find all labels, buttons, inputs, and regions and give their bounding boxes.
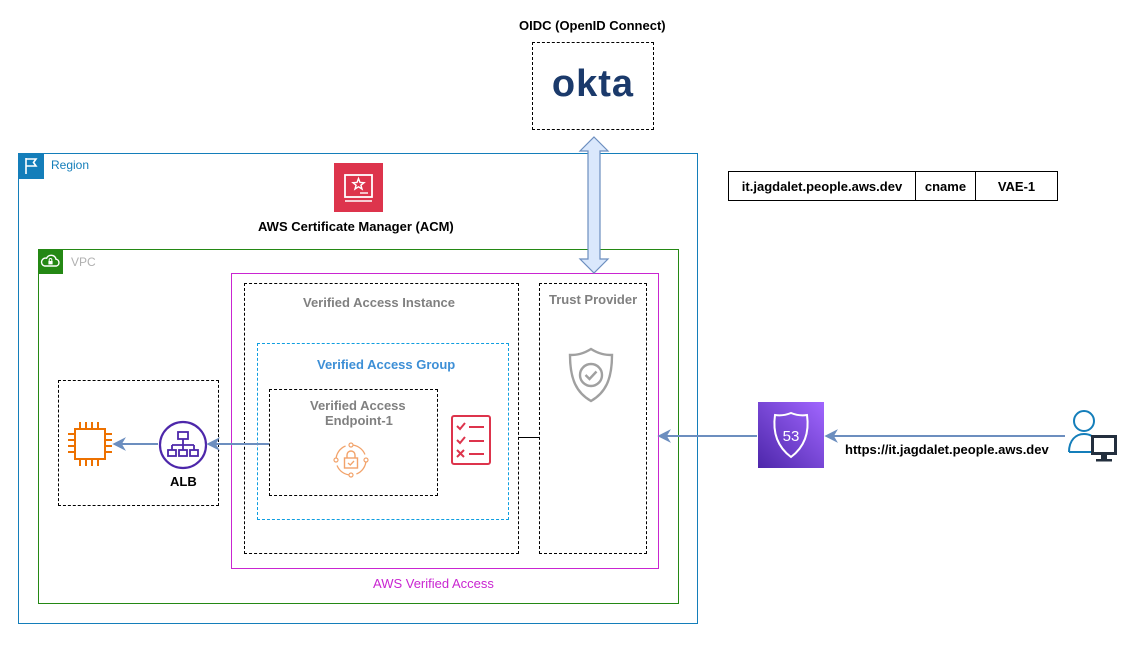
okta-box: okta	[532, 42, 654, 130]
dns-record-table: it.jagdalet.people.aws.dev cname VAE-1	[728, 171, 1058, 201]
acm-label: AWS Certificate Manager (ACM)	[258, 219, 454, 234]
endpoint-label-line1: Verified Access	[310, 398, 406, 413]
route53-shield-icon: 53	[758, 402, 824, 468]
region-flag-icon	[18, 153, 44, 179]
vpc-cloud-lock-icon	[38, 249, 63, 274]
trust-provider-label: Trust Provider	[549, 292, 638, 307]
alb-network-icon	[158, 420, 208, 470]
region-container	[18, 153, 698, 624]
region-label: Region	[51, 158, 90, 172]
ec2-chip-icon	[66, 420, 114, 468]
shield-check-icon	[567, 347, 615, 403]
alb-label: ALB	[170, 474, 197, 489]
dns-record-type: cname	[916, 172, 976, 200]
oidc-title: OIDC (OpenID Connect)	[519, 18, 666, 33]
verified-access-label: AWS Verified Access	[373, 576, 494, 591]
trust-provider-box	[539, 283, 647, 554]
checklist-icon	[451, 415, 491, 465]
okta-logo: okta	[551, 63, 635, 105]
instance-trust-connector	[519, 437, 539, 438]
route53-badge-text: 53	[783, 428, 800, 445]
endpoint-lock-icon	[332, 441, 370, 479]
verified-access-instance-label: Verified Access Instance	[303, 295, 455, 310]
user-desktop-icon	[1067, 408, 1119, 463]
endpoint-label-line2: Endpoint-1	[325, 413, 393, 428]
verified-access-endpoint-box	[269, 389, 438, 496]
user-to-route53-arrow	[824, 429, 1065, 443]
verified-access-group-box	[257, 343, 509, 520]
vpc-container	[38, 249, 679, 604]
verified-access-instance-box	[244, 283, 519, 554]
dns-record-value: VAE-1	[997, 178, 1036, 194]
vpc-label: VPC	[71, 255, 96, 269]
acm-certificate-icon	[334, 163, 383, 212]
verified-access-group-label: Verified Access Group	[317, 357, 456, 372]
verified-access-container	[231, 273, 659, 569]
dns-record-name: it.jagdalet.people.aws.dev	[729, 172, 916, 200]
user-url-label: https://it.jagdalet.people.aws.dev	[845, 442, 1049, 457]
